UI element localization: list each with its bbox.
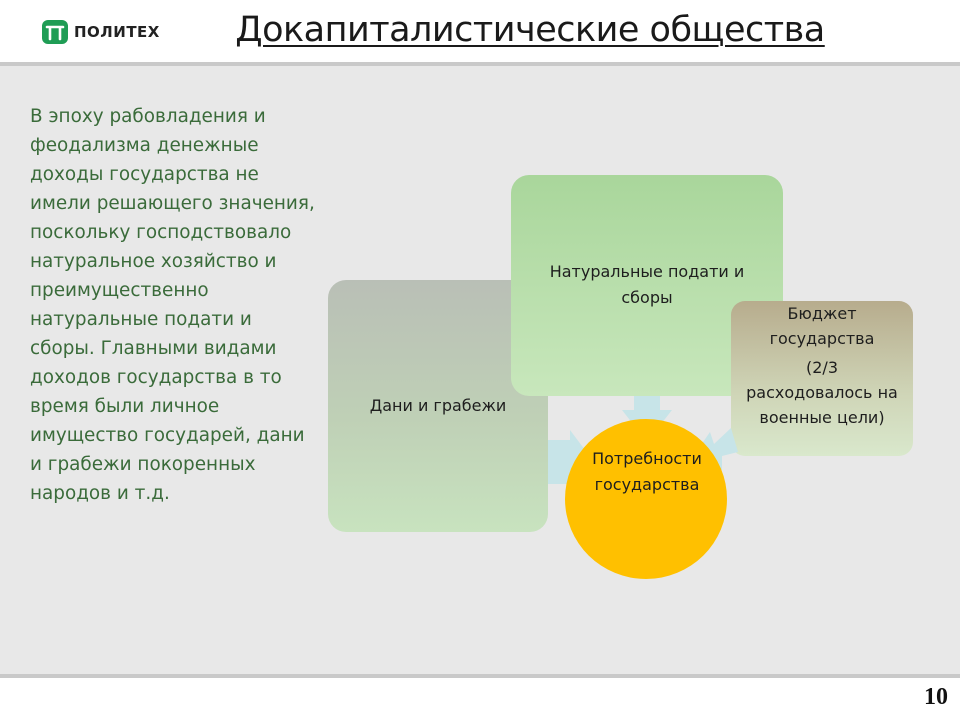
budget-label: Бюджет государства bbox=[769, 304, 875, 348]
footer-divider bbox=[0, 674, 960, 678]
header-divider bbox=[0, 62, 960, 66]
center-label: Потребности государства bbox=[592, 449, 702, 494]
arrow-from-tributes bbox=[548, 430, 594, 494]
politeh-logo: ПОЛИТЕХ bbox=[42, 20, 160, 44]
politeh-logo-icon bbox=[42, 20, 68, 44]
logo-text: ПОЛИТЕХ bbox=[74, 23, 160, 41]
slide-header: ПОЛИТЕХ Докапиталистические общества bbox=[0, 0, 960, 62]
page-title: Докапиталистические общества bbox=[235, 10, 825, 50]
body-text: В эпоху рабовладения и феодализма денежн… bbox=[30, 106, 315, 504]
budget-box: Бюджет государства (2/3 расходовалось на… bbox=[731, 301, 913, 456]
page-number: 10 bbox=[924, 684, 948, 710]
tributes-label: Дани и грабежи bbox=[369, 396, 507, 415]
natural-taxes-label: Натуральные подати и сборы bbox=[549, 262, 745, 307]
center-circle bbox=[565, 419, 727, 579]
budget-note: (2/3 расходовалось на военные цели) bbox=[746, 358, 898, 427]
